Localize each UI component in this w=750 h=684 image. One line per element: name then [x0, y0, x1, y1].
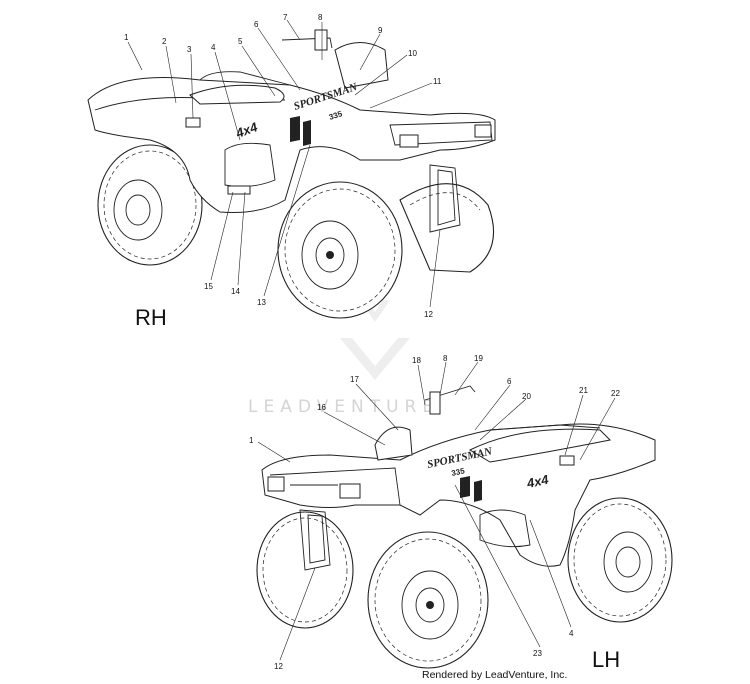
lh-callout-12: 12	[274, 662, 283, 671]
rh-callout-6: 6	[254, 20, 259, 29]
rh-callout-2: 2	[162, 37, 167, 46]
rh-callout-1: 1	[124, 33, 129, 42]
lh-callout-18: 18	[412, 356, 421, 365]
watermark-text: LEADVENTURE	[248, 397, 439, 417]
lh-callout-16: 16	[317, 403, 326, 412]
rh-callout-4: 4	[211, 43, 216, 52]
lh-body: SPORTSMAN 335 4x4	[261, 385, 656, 571]
rh-callout-7: 7	[283, 13, 288, 22]
lh-callout-19: 19	[474, 354, 483, 363]
rh-view-label: RH	[135, 305, 167, 330]
rh-callout-14: 14	[231, 287, 240, 296]
rh-leader-lines	[127, 19, 441, 308]
atv-lh-view: SPORTSMAN 335 4x4 1 4	[249, 354, 673, 672]
rh-callout-10: 10	[408, 49, 417, 58]
lh-leader-lines	[257, 361, 616, 661]
rh-callout-8: 8	[318, 13, 323, 22]
lh-callout-17: 17	[350, 375, 359, 384]
rh-front-wheel	[277, 181, 403, 319]
rh-callout-9: 9	[378, 26, 383, 35]
lh-rear-wheel	[567, 497, 673, 623]
lh-callout-1: 1	[249, 436, 254, 445]
lh-decal-4x4: 4x4	[525, 472, 551, 492]
lh-callout-23: 23	[533, 649, 542, 658]
lh-callout-21: 21	[579, 386, 588, 395]
rh-callout-11: 11	[433, 77, 442, 86]
lh-view-label: LH	[592, 647, 620, 672]
rh-callout-3: 3	[187, 45, 192, 54]
rh-callout-13: 13	[257, 298, 266, 307]
atv-rh-view: SPORTSMAN 335 4x4	[87, 13, 496, 330]
lh-callout-20: 20	[522, 392, 531, 401]
lh-callout-8: 8	[443, 354, 448, 363]
rh-callout-12: 12	[424, 310, 433, 319]
lh-front-wheel-near	[367, 531, 489, 669]
lh-callouts: 1 4 6 8 12 16 17 18 19 20 21 22 23	[249, 354, 620, 671]
rh-callout-15: 15	[204, 282, 213, 291]
svg-text:335: 335	[451, 466, 466, 478]
svg-text:335: 335	[328, 109, 344, 122]
lh-callout-6: 6	[507, 377, 512, 386]
lh-callout-4: 4	[569, 629, 574, 638]
rh-callout-5: 5	[238, 37, 243, 46]
footer-credit: Rendered by LeadVenture, Inc.	[422, 669, 567, 681]
lh-callout-22: 22	[611, 389, 620, 398]
rh-body: SPORTSMAN 335 4x4	[87, 29, 496, 233]
rh-callouts: 1 2 3 4 5 6 7 8 9 10 11 12 13 14 15	[124, 13, 442, 319]
rh-rear-wheel	[97, 144, 203, 266]
